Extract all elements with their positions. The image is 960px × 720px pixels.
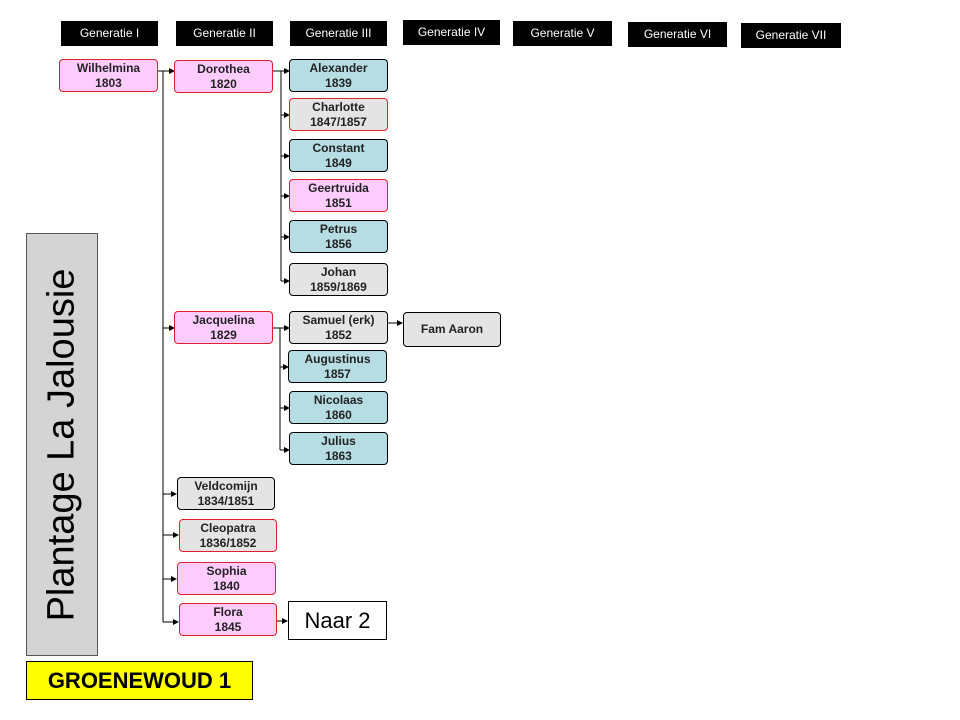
person-name: Wilhelmina: [76, 61, 141, 75]
generation-header-1: Generatie I: [61, 21, 158, 46]
person-name: Johan: [320, 265, 357, 279]
generation-header-5: Generatie V: [513, 21, 612, 46]
person-name: Jacquelina: [192, 313, 255, 327]
person-name: Nicolaas: [313, 393, 364, 407]
person-name: Petrus: [319, 222, 358, 236]
person-name: Veldcomijn: [194, 479, 258, 493]
person-name: Samuel (erk): [302, 313, 375, 327]
person-name: Geertruida: [308, 181, 369, 195]
person-dorothea: Dorothea 1820: [174, 60, 273, 93]
person-years: 1803: [95, 76, 122, 90]
generation-header-7: Generatie VII: [741, 23, 841, 48]
person-veldcomijn: Veldcomijn 1834/1851: [177, 477, 275, 510]
person-flora: Flora 1845: [179, 603, 277, 636]
person-years: 1857: [324, 367, 351, 381]
person-petrus: Petrus 1856: [289, 220, 388, 253]
person-charlotte: Charlotte 1847/1857: [289, 98, 388, 131]
person-name: Augustinus: [304, 352, 371, 366]
person-years: 1863: [325, 449, 352, 463]
person-cleopatra: Cleopatra 1836/1852: [179, 519, 277, 552]
generation-header-4: Generatie IV: [403, 20, 500, 45]
person-name: Sophia: [206, 564, 247, 578]
generation-header-6: Generatie VI: [628, 22, 727, 47]
page-tag: GROENEWOUD 1: [26, 661, 253, 700]
person-name: Julius: [321, 434, 356, 448]
person-name: Charlotte: [312, 100, 365, 114]
person-years: 1834/1851: [197, 494, 255, 508]
person-samuel: Samuel (erk) 1852: [289, 311, 388, 344]
person-years: 1852: [325, 328, 352, 342]
person-years: 1836/1852: [199, 536, 257, 550]
person-years: 1859/1869: [310, 280, 367, 294]
person-sophia: Sophia 1840: [177, 562, 276, 595]
person-years: 1851: [325, 196, 352, 210]
person-years: 1829: [210, 328, 237, 342]
person-years: 1860: [325, 408, 352, 422]
person-years: 1840: [213, 579, 240, 593]
person-wilhelmina: Wilhelmina 1803: [59, 59, 158, 92]
family-fam-aaron: Fam Aaron: [403, 312, 501, 347]
person-augustinus: Augustinus 1857: [288, 350, 387, 383]
generation-header-2: Generatie II: [176, 21, 273, 46]
person-name: Alexander: [309, 61, 368, 75]
person-constant: Constant 1849: [289, 139, 388, 172]
person-name: Constant: [312, 141, 365, 155]
person-years: 1847/1857: [310, 115, 367, 129]
person-years: 1820: [210, 77, 237, 91]
plantage-title-panel: Plantage La Jalousie: [26, 233, 98, 656]
person-nicolaas: Nicolaas 1860: [289, 391, 388, 424]
person-name: Cleopatra: [200, 521, 256, 535]
person-name: Flora: [213, 605, 243, 619]
person-geertruida: Geertruida 1851: [289, 179, 388, 212]
naar-2-box: Naar 2: [288, 601, 387, 640]
person-alexander: Alexander 1839: [289, 59, 388, 92]
person-jacquelina: Jacquelina 1829: [174, 311, 273, 344]
person-years: 1839: [325, 76, 352, 90]
person-name: Dorothea: [197, 62, 250, 76]
person-years: 1856: [325, 237, 352, 251]
person-julius: Julius 1863: [289, 432, 388, 465]
generation-header-3: Generatie III: [290, 21, 387, 46]
person-years: 1849: [325, 156, 352, 170]
person-years: 1845: [214, 620, 242, 634]
person-johan: Johan 1859/1869: [289, 263, 388, 296]
plantage-title: Plantage La Jalousie: [40, 268, 83, 621]
